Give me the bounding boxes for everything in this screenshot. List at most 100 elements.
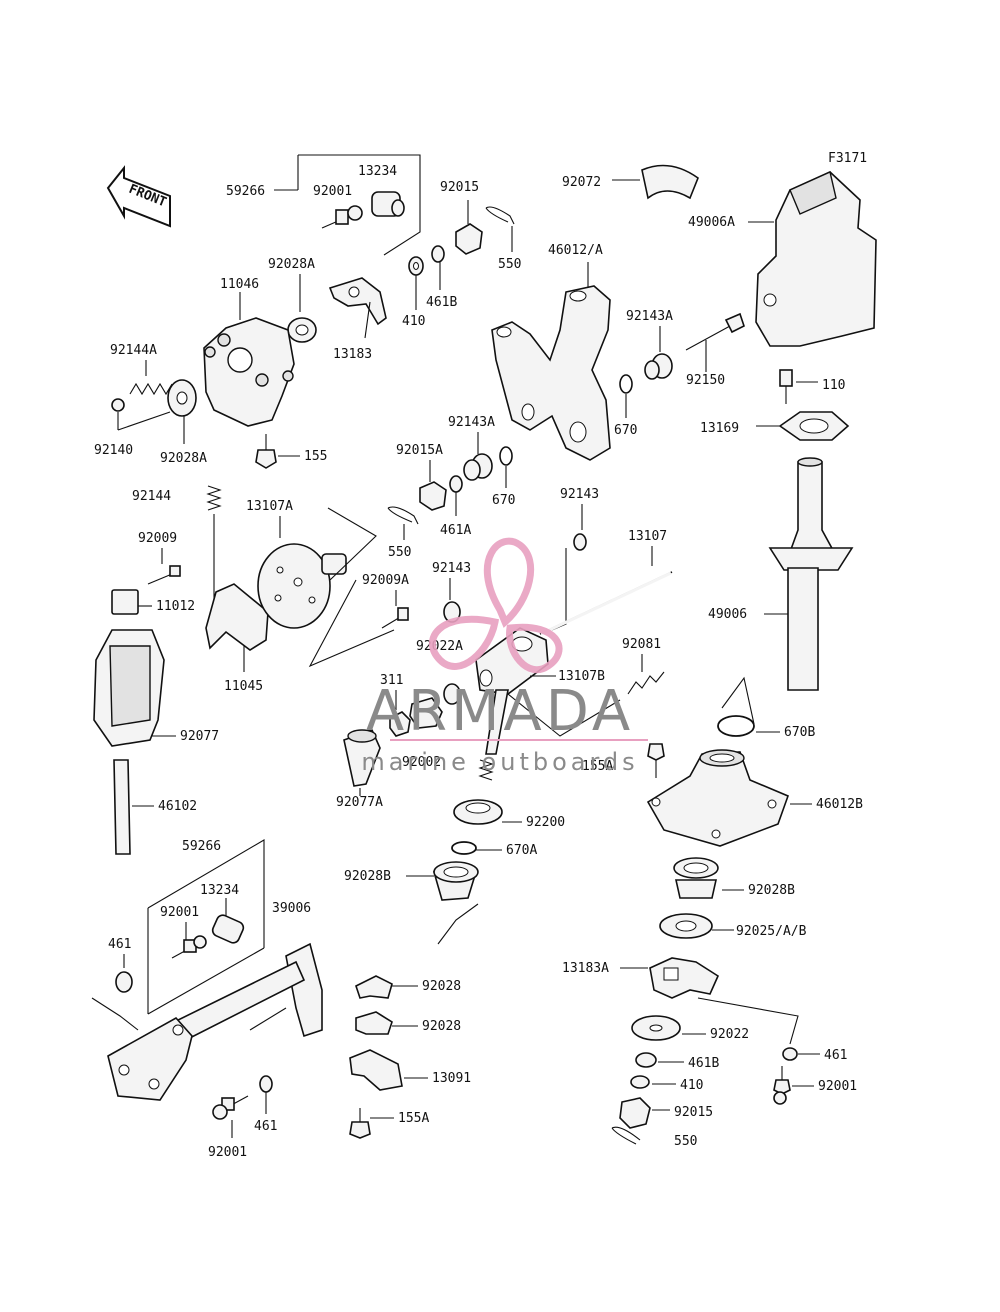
label-92022: 92022 <box>710 1027 749 1042</box>
label-92144: 92144 <box>132 489 171 504</box>
screw-92009A: 92009A <box>362 573 409 629</box>
cotter-pin-550-top: 550 <box>485 206 521 272</box>
label-155A-upper: 155A <box>582 759 613 774</box>
lock-washer-461-bottom: 461 <box>254 1075 277 1134</box>
label-550-top: 550 <box>498 257 521 272</box>
label-11046: 11046 <box>220 277 259 292</box>
label-46012B: 46012B <box>816 797 863 812</box>
label-155A-lower: 155A <box>398 1111 429 1126</box>
bolt-155A-lower: 155A <box>349 1108 429 1139</box>
label-155: 155 <box>304 449 327 464</box>
arm-13183A: 13183A <box>562 957 799 1045</box>
label-92150: 92150 <box>686 373 725 388</box>
label-92015A: 92015A <box>396 443 443 458</box>
boot-92077A: 92077A <box>336 728 383 810</box>
washer-92022: 92022 <box>631 1015 749 1042</box>
label-13091: 13091 <box>432 1071 471 1086</box>
label-461B-lower: 461B <box>688 1056 719 1071</box>
label-46012A: 46012/A <box>548 243 603 258</box>
watermark-logo-icon <box>428 537 563 674</box>
spring-92144A: 92144A <box>110 343 173 396</box>
label-92001-right: 92001 <box>818 1079 857 1094</box>
washer-410-lower: 410 <box>630 1075 703 1093</box>
bolt-155A-upper: 155A <box>582 743 665 778</box>
lock-washer-461A: 461A <box>440 475 471 538</box>
washer-92143-upper: 92143 <box>551 487 599 631</box>
washer-92028A-left: 92028A <box>160 379 207 466</box>
bushing-92200: 92200 <box>453 799 565 830</box>
label-670-right: 670 <box>614 423 637 438</box>
label-11012: 11012 <box>156 599 195 614</box>
label-13107B: 13107B <box>558 669 605 684</box>
label-92009: 92009 <box>138 531 177 546</box>
label-92140: 92140 <box>94 443 133 458</box>
label-92028A-top: 92028A <box>268 257 315 272</box>
label-410-lower: 410 <box>680 1078 703 1093</box>
label-461A: 461A <box>440 523 471 538</box>
rod-46102: 46102 <box>113 759 197 855</box>
label-92028A-left: 92028A <box>160 451 207 466</box>
castle-nut-92015: 92015 <box>440 180 483 255</box>
nut-311: 311 92002 <box>380 673 461 770</box>
label-92001-bottom: 92001 <box>160 905 199 920</box>
o-ring-670-right: 670 <box>614 374 637 438</box>
label-550-mid: 550 <box>388 545 411 560</box>
label-92200: 92200 <box>526 815 565 830</box>
ball-stud-92001 <box>321 205 363 229</box>
label-92001-bottom-left: 92001 <box>208 1145 247 1160</box>
gasket-13169: 13169 <box>700 411 850 441</box>
ball-92140: 92140 <box>94 398 171 458</box>
label-110: 110 <box>822 378 845 393</box>
block-11012: 11012 <box>111 589 195 615</box>
bushing-92143A-center: 92143A <box>448 415 495 481</box>
label-49006A: 49006A <box>688 215 735 230</box>
castle-nut-92015A: 92015A <box>396 443 447 511</box>
washer-92143-lower: 92143 92022A <box>416 561 471 654</box>
housing-46012B: 46012B <box>646 749 863 847</box>
cover-49006A: 49006A <box>688 171 877 347</box>
label-92025: 92025/A/B <box>736 924 807 939</box>
bushing-92028-b: 92028 <box>355 1011 461 1035</box>
label-92028-a: 92028 <box>422 979 461 994</box>
label-59266-bottom: 59266 <box>182 839 221 854</box>
bushing-92028B-right: 92028B <box>673 857 795 899</box>
shaft-13107: 13107 <box>539 529 673 636</box>
label-13107A: 13107A <box>246 499 293 514</box>
bushing-92028B-left: 92028B <box>344 861 479 945</box>
joint-13234-bottom <box>211 898 245 944</box>
ball-stud-92001-right: 92001 <box>773 1066 857 1105</box>
label-13107: 13107 <box>628 529 667 544</box>
label-461-left: 461 <box>108 937 131 952</box>
label-49006: 49006 <box>708 607 747 622</box>
bolt-92081: 92081 <box>622 637 665 695</box>
washer-92025: 92025/A/B <box>659 913 807 939</box>
bracket-11045: 11045 <box>205 583 269 694</box>
bolt-110: 110 <box>779 369 845 404</box>
label-92144A: 92144A <box>110 343 157 358</box>
label-92072: 92072 <box>562 175 601 190</box>
castle-nut-92015-lower: 92015 <box>619 1097 713 1129</box>
ball-stud-92001-bottom-left: 92001 <box>208 1095 249 1160</box>
label-13234-bottom: 13234 <box>200 883 239 898</box>
front-arrow-icon: FRONT <box>106 165 171 228</box>
label-92022A: 92022A <box>416 639 463 654</box>
label-410-top: 410 <box>402 314 425 329</box>
label-92009A: 92009A <box>362 573 409 588</box>
label-550-lower: 550 <box>674 1134 697 1149</box>
clamp-92072: 92072 <box>562 164 699 200</box>
lock-washer-461B-lower: 461B <box>635 1052 719 1071</box>
label-461B-top: 461B <box>426 295 457 310</box>
ball-stud-92001-bottom <box>171 922 207 959</box>
joint-13234 <box>371 191 405 217</box>
label-92143A-center: 92143A <box>448 415 495 430</box>
arm-13107B: 13107B <box>475 627 621 781</box>
label-670-center: 670 <box>492 493 515 508</box>
figure-code: F3171 <box>828 151 867 166</box>
label-46102: 46102 <box>158 799 197 814</box>
label-670A: 670A <box>506 843 537 858</box>
label-92028B-right: 92028B <box>748 883 795 898</box>
label-311: 311 <box>380 673 403 688</box>
lock-washer-461B-top: 461B <box>426 245 457 310</box>
